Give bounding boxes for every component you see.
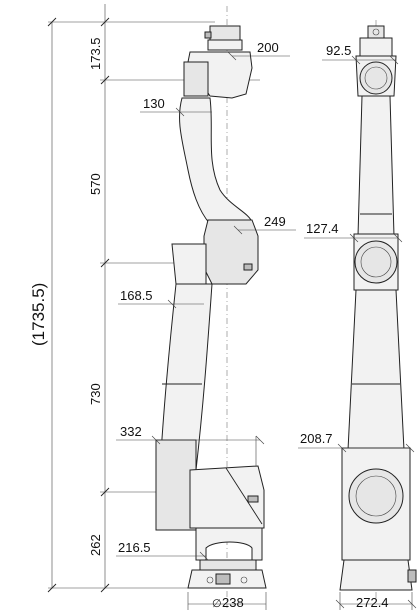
vertical-dimension-lines <box>47 4 260 593</box>
dim-w-wrist: 130 <box>143 96 165 111</box>
diameter-symbol: ∅ <box>212 598 222 610</box>
dim-w-elbow: 249 <box>264 214 286 229</box>
dim-side-head: 92.5 <box>326 43 351 58</box>
dim-h-lower-arm: 730 <box>88 383 103 405</box>
dim-total-height: (1735.5) <box>29 283 48 346</box>
side-view-robot <box>339 25 417 591</box>
dim-h-top: 173.5 <box>88 37 103 70</box>
dim-w-head: 200 <box>257 40 279 55</box>
dim-base-diameter: 238 <box>222 595 244 610</box>
dim-w-elbow-offset: 168.5 <box>120 288 153 303</box>
dim-side-base: 272.4 <box>356 595 389 610</box>
dim-w-shoulder: 332 <box>120 424 142 439</box>
front-view-robot <box>155 25 267 589</box>
dim-side-elbow: 127.4 <box>306 221 339 236</box>
side-dim-lines <box>298 55 417 610</box>
front-horizontal-dim-lines <box>116 51 296 610</box>
dim-h-upper-arm: 570 <box>88 173 103 195</box>
dim-h-base: 262 <box>88 534 103 556</box>
dim-w-base-offset: 216.5 <box>118 540 151 555</box>
dim-side-shoulder: 208.7 <box>300 431 333 446</box>
